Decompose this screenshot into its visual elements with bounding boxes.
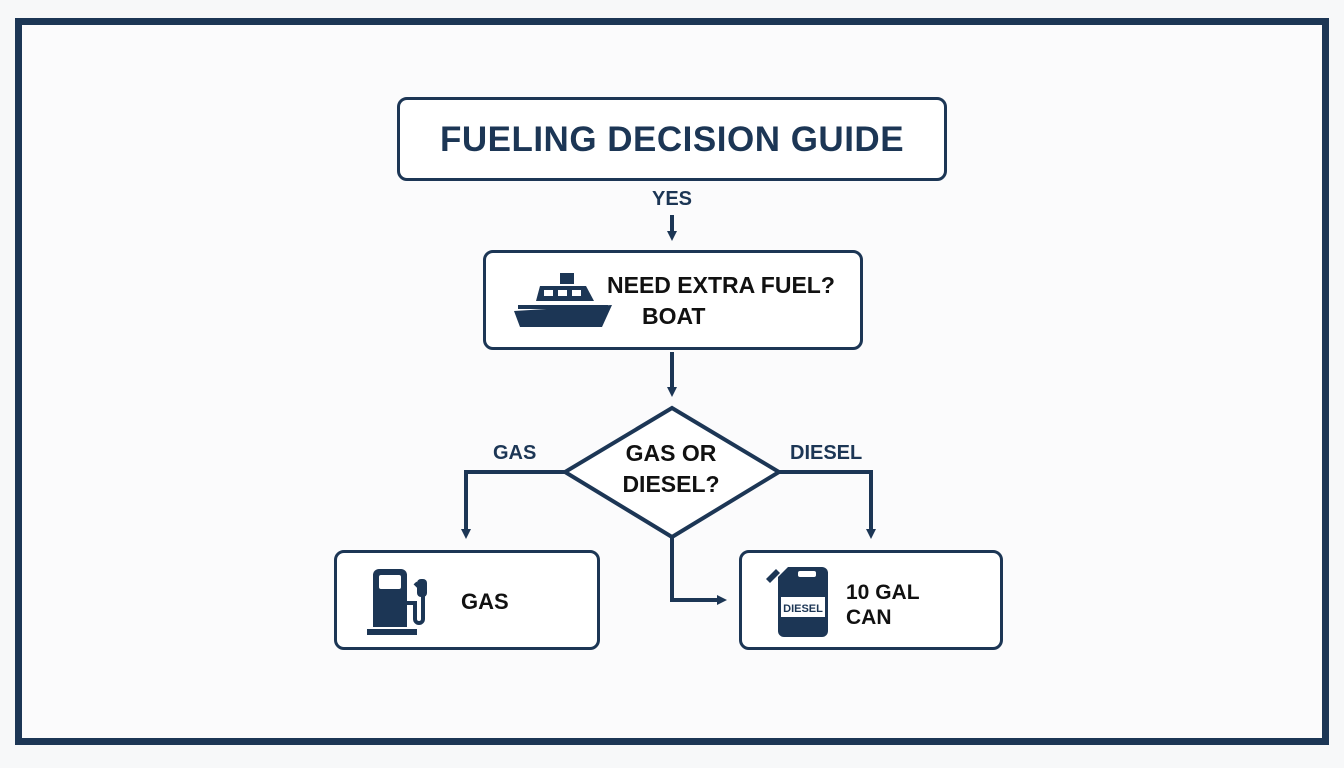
diesel-box: DIESEL 10 GAL CAN [739, 550, 1003, 650]
decision-line1: GAS OR [625, 440, 717, 466]
need-fuel-box: NEED EXTRA FUEL? BOAT [483, 250, 863, 350]
title-box: FUELING DECISION GUIDE [397, 97, 947, 181]
gas-branch-label: GAS [493, 442, 537, 464]
gas-box: GAS [334, 550, 600, 650]
page-title: FUELING DECISION GUIDE [439, 120, 905, 159]
yes-label: YES [652, 188, 693, 210]
diesel-line1: 10 GAL [846, 581, 920, 604]
arrow-diesel-center [670, 537, 727, 605]
diesel-line2: CAN [846, 606, 892, 629]
need-fuel-text: NEED EXTRA FUEL? [607, 272, 835, 298]
boat-text: BOAT [642, 303, 706, 329]
diesel-branch-label: DIESEL [790, 442, 863, 464]
arrow-gas-branch [461, 470, 565, 539]
decision-line2: DIESEL? [622, 471, 720, 497]
can-label: DIESEL [783, 603, 823, 615]
fuel-pump-icon [367, 569, 427, 635]
arrow-diesel-branch [779, 470, 876, 539]
gas-text: GAS [461, 589, 509, 614]
jerry-can-icon: DIESEL [766, 567, 828, 637]
decision-text: GAS OR DIESEL? [600, 438, 742, 500]
boat-icon [514, 273, 612, 327]
